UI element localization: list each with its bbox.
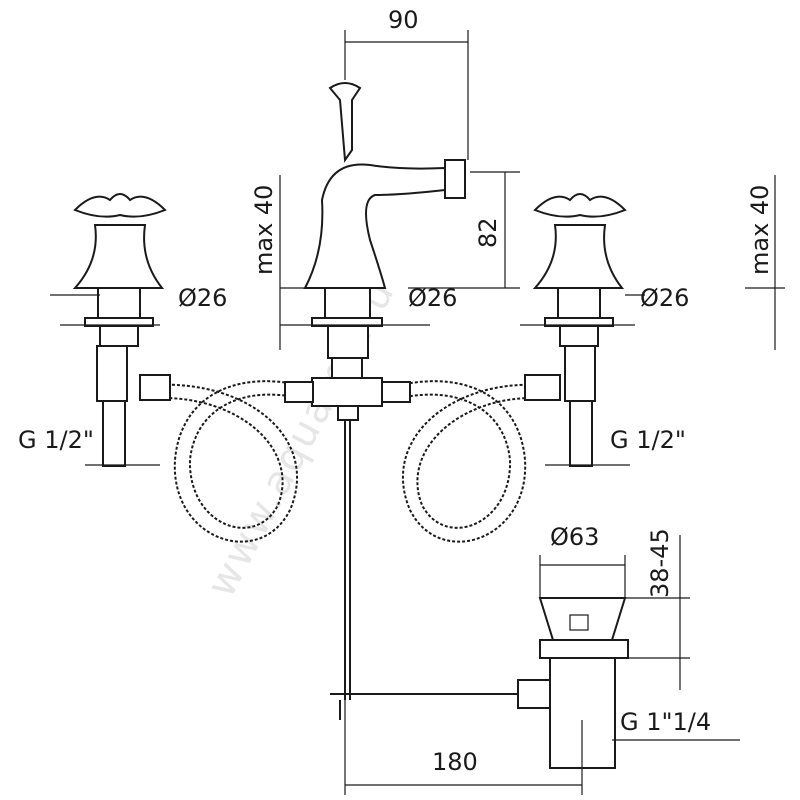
waste-thread-label: G 1"1/4 (620, 708, 711, 736)
dia-left-label: Ø26 (178, 284, 227, 312)
pop-up-waste (330, 597, 629, 769)
dia-center-label: Ø26 (408, 284, 457, 312)
thread-left-label: G 1/2" (18, 426, 94, 454)
thread-right-label: G 1/2" (610, 426, 686, 454)
right-hose (399, 380, 541, 543)
left-cross-handle-valve (72, 193, 171, 467)
left-hose (154, 380, 301, 543)
spout-height-label: 82 (474, 217, 502, 248)
waste-dia-label: Ø63 (550, 523, 599, 551)
dimension-lines (50, 30, 785, 795)
right-cross-handle-valve (524, 193, 627, 467)
waste-range-label: 38-45 (646, 528, 674, 598)
waste-offset-label: 180 (432, 748, 478, 776)
dia-right-label: Ø26 (640, 284, 689, 312)
max-deck-left-label: max 40 (250, 185, 278, 275)
max-deck-right-label: max 40 (746, 185, 774, 275)
bidet-spout (284, 82, 466, 700)
spout-reach-label: 90 (388, 6, 419, 34)
